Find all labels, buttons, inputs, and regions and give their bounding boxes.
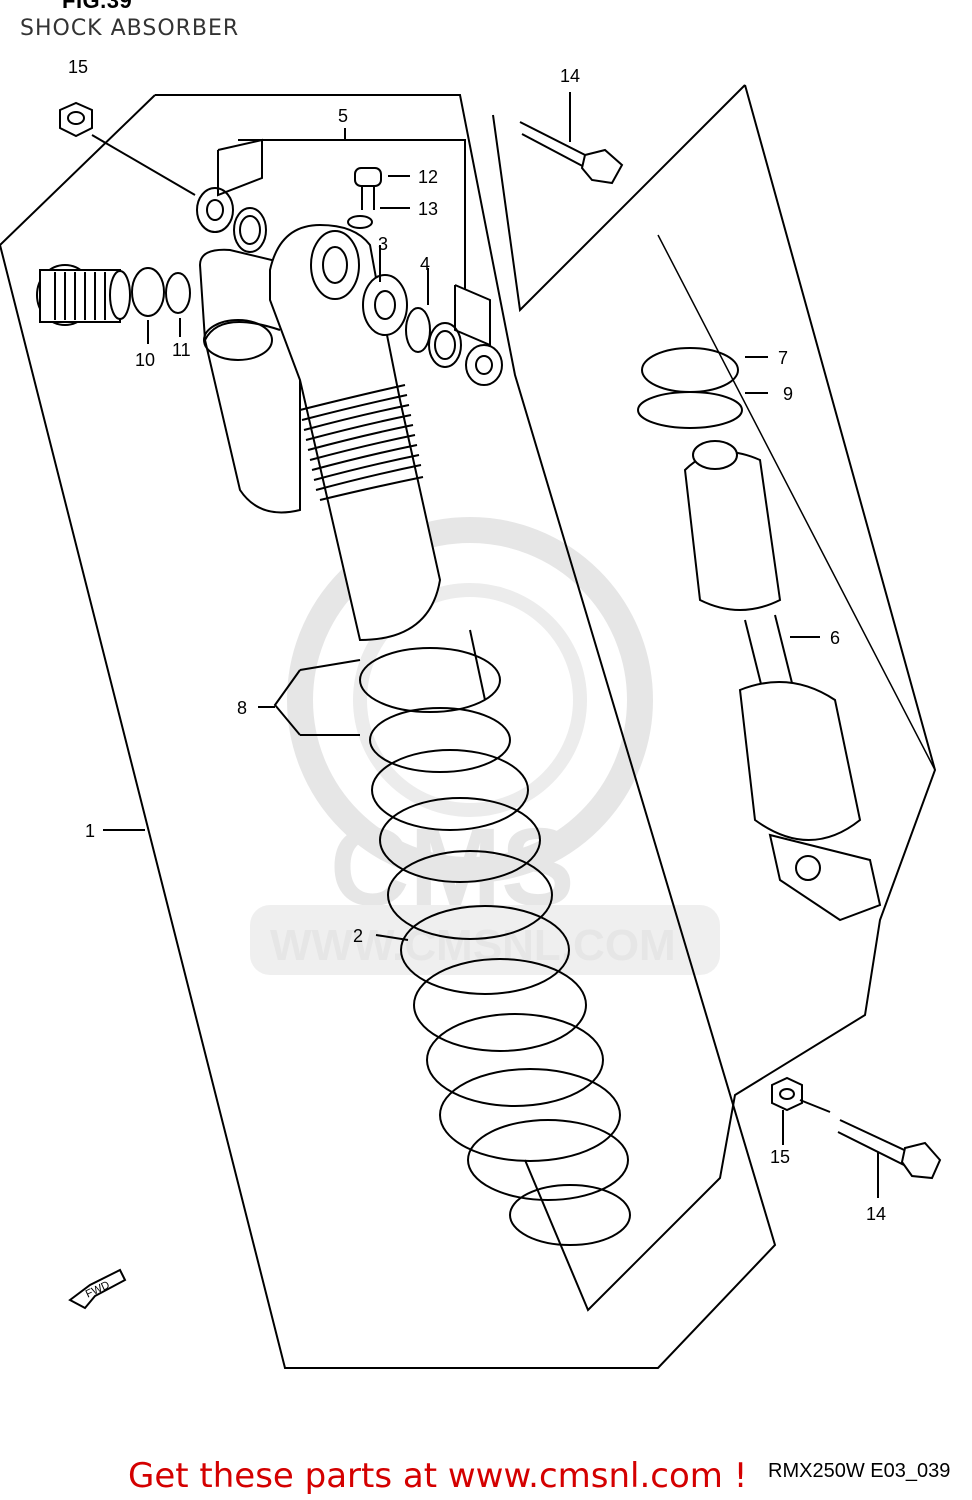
callout-13: 13	[418, 199, 438, 219]
callout-12: 12	[418, 167, 438, 187]
watermark-url: WWW.CMSNL.COM	[270, 921, 676, 970]
figure-number: FIG.39	[62, 0, 133, 13]
callout-15-top: 15	[68, 57, 88, 77]
callout-15-bottom: 15	[770, 1147, 790, 1167]
bolt-14-top	[519, 92, 624, 185]
spring-2	[359, 647, 631, 1246]
bushing-5	[196, 128, 503, 386]
assembly-outline-main	[0, 94, 777, 1369]
bearing-3	[362, 274, 431, 353]
callout-11: 11	[172, 340, 191, 360]
shock-rod-6	[637, 347, 882, 922]
bolt-14-bottom	[837, 1119, 942, 1198]
diagram-title: SHOCK ABSORBER	[20, 16, 240, 41]
callout-1: 1	[85, 821, 95, 841]
callout-7: 7	[778, 348, 788, 368]
assembly-outline-rod	[524, 84, 937, 1312]
diagram-code: RMX250W E03_039	[768, 1460, 951, 1482]
callout-2: 2	[353, 926, 363, 946]
watermark-logo: CMS WWW.CMSNL.COM	[250, 517, 720, 975]
callout-4: 4	[420, 254, 430, 274]
fwd-label: FWD	[84, 1279, 112, 1300]
callout-14-top: 14	[560, 66, 580, 86]
shock-body	[269, 223, 442, 642]
buy-parts-link[interactable]: Get these parts at www.cmsnl.com !	[128, 1456, 748, 1496]
callout-10: 10	[135, 350, 155, 370]
bolt-12	[347, 167, 382, 229]
reservoir-cap	[36, 264, 191, 326]
callout-5: 5	[338, 106, 348, 126]
nut-15-bottom	[771, 1076, 831, 1145]
collar-8	[258, 629, 486, 736]
nut-15-top	[59, 101, 196, 196]
callout-3: 3	[378, 234, 388, 254]
callout-9: 9	[783, 384, 793, 404]
callout-14-bottom: 14	[866, 1204, 886, 1224]
fwd-arrow: FWD	[68, 1268, 127, 1310]
callout-8: 8	[237, 698, 247, 718]
callout-6: 6	[830, 628, 840, 648]
